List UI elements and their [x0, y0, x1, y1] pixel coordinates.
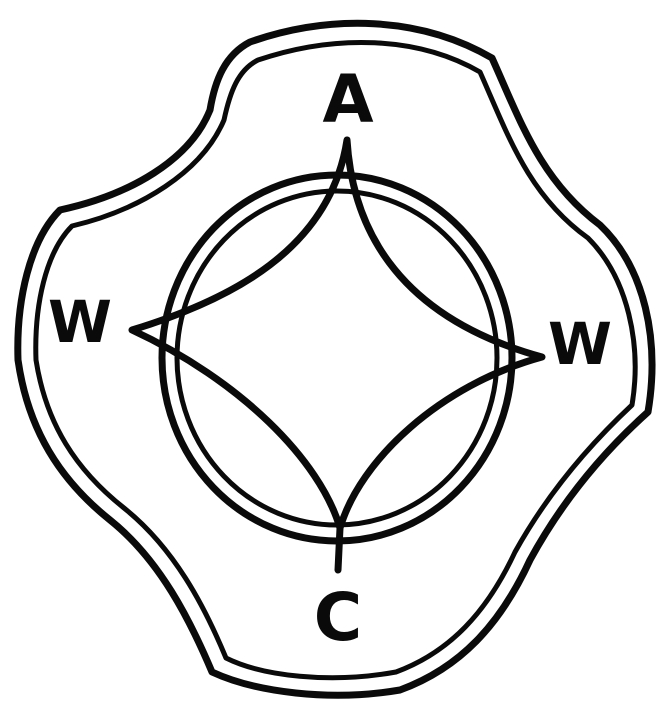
- label-top: A: [322, 61, 373, 138]
- circle-inner-ring: [177, 191, 497, 525]
- label-right: W: [548, 310, 612, 378]
- circle-outer-ring: [162, 175, 512, 541]
- label-bottom: C: [314, 579, 362, 656]
- four-pointed-star: [132, 140, 542, 528]
- star-bottom-stem: [338, 528, 340, 570]
- label-left: W: [48, 288, 112, 356]
